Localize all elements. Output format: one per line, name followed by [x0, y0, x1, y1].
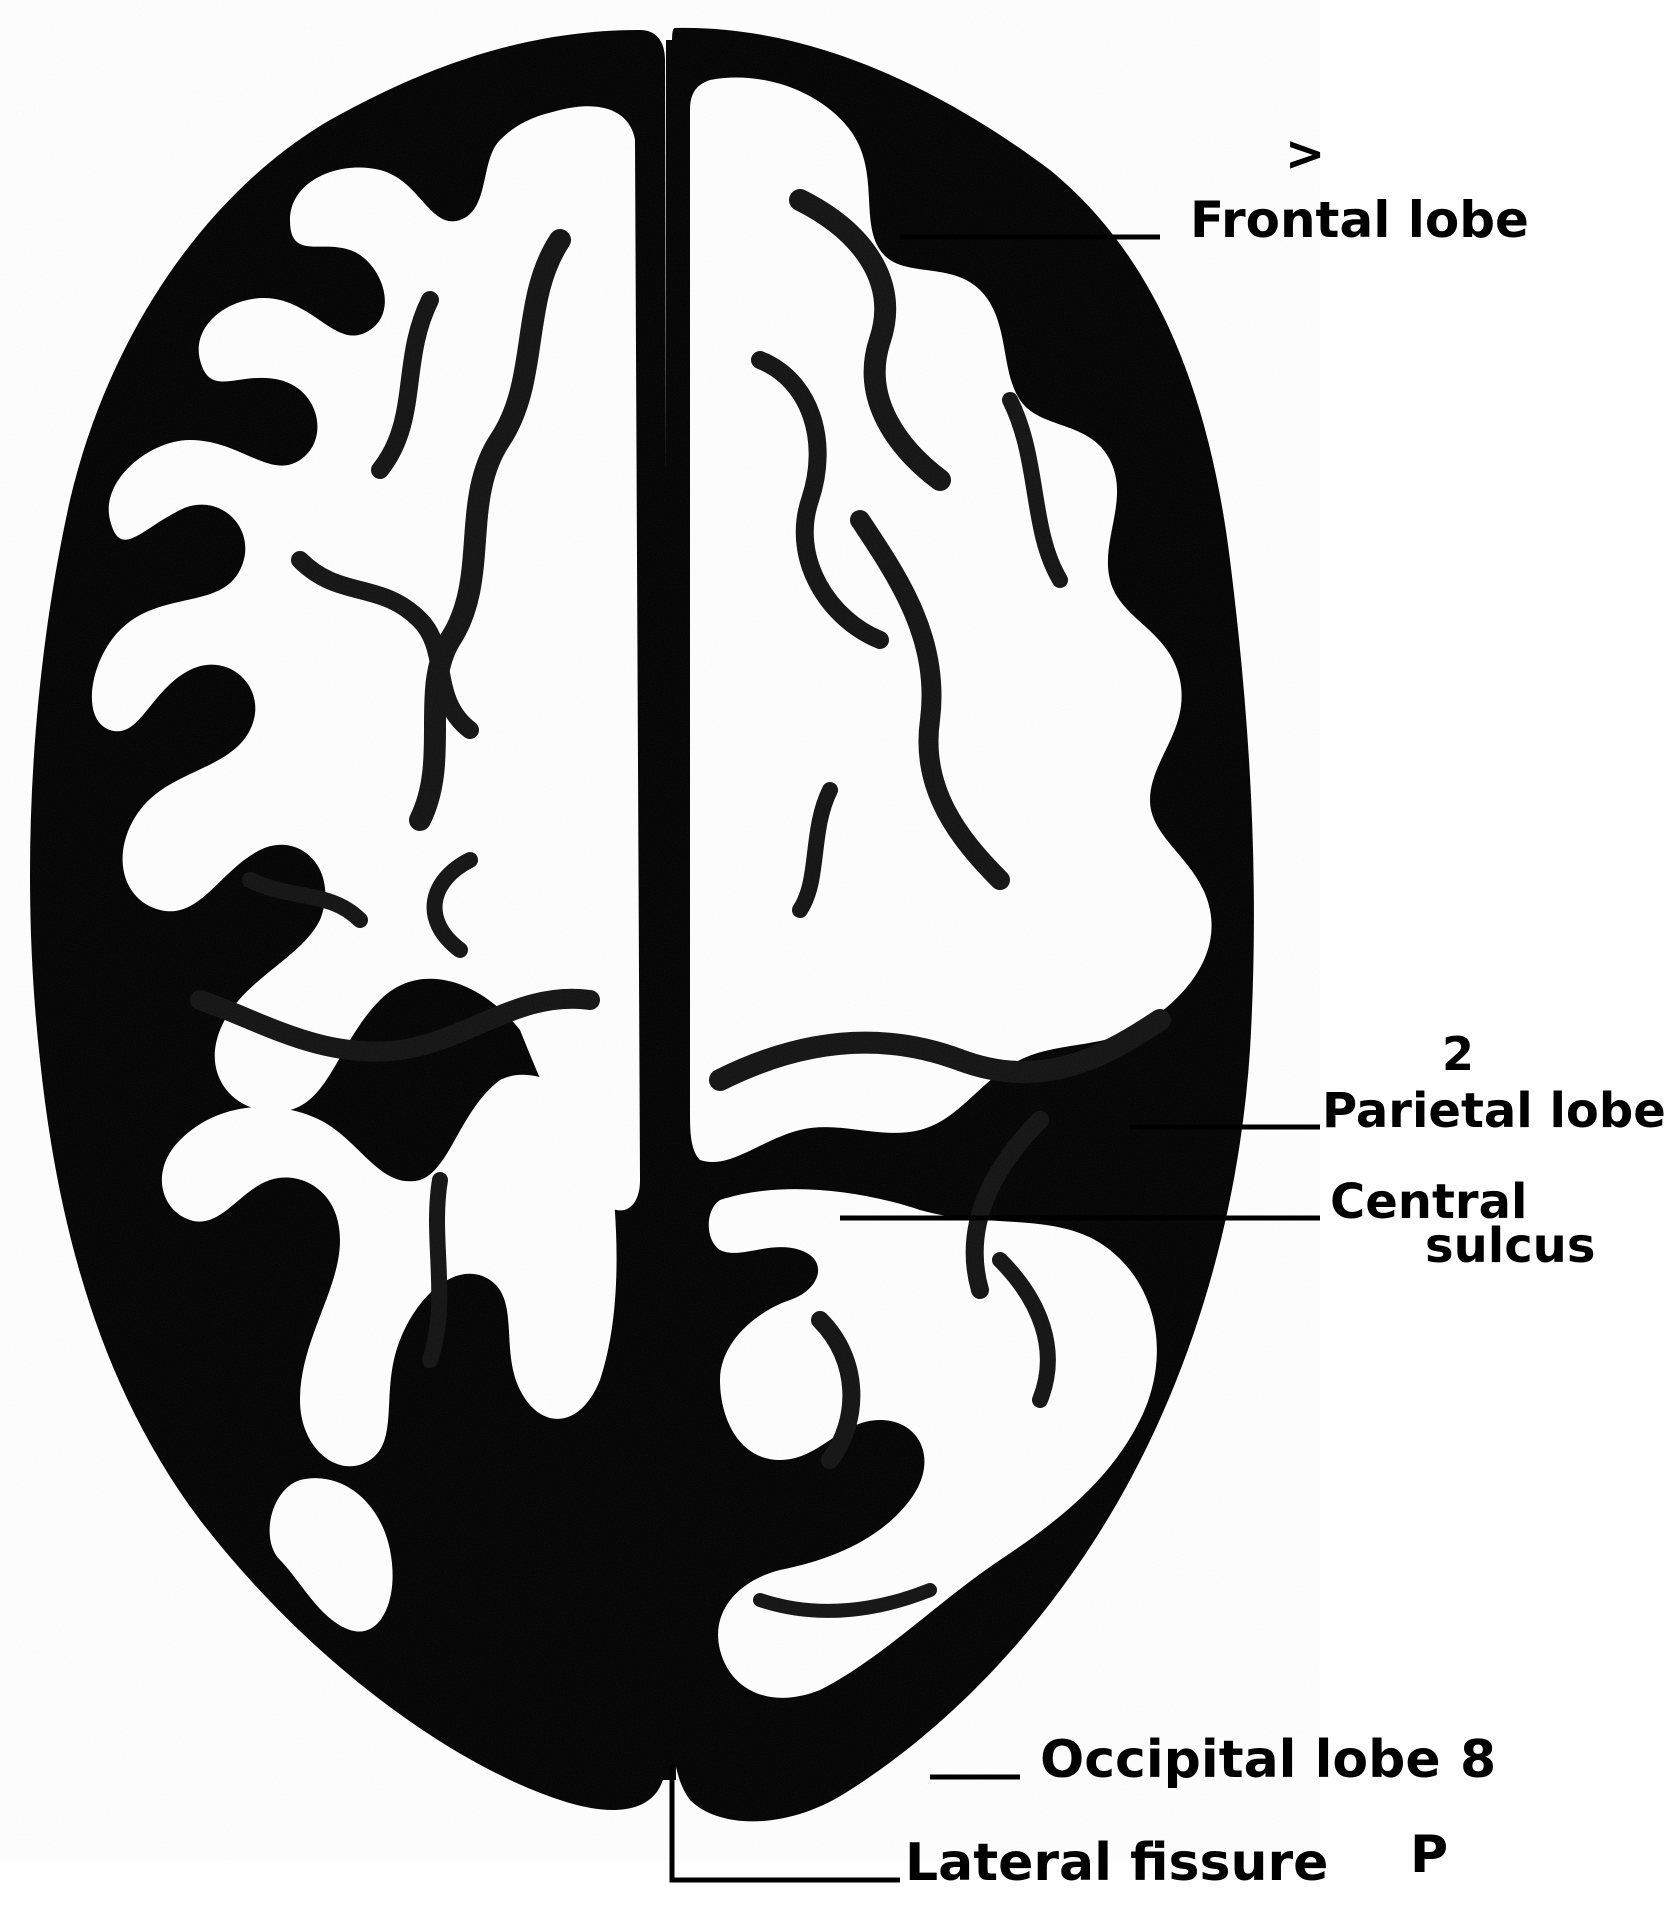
frontal-lobe-label: Frontal lobe: [1190, 191, 1529, 249]
occipital-mark: 8: [1460, 1730, 1496, 1790]
central-sulcus-label-line2: sulcus: [1425, 1218, 1595, 1274]
parietal-mark: 2: [1442, 1027, 1474, 1081]
occipital-lobe-label: Occipital lobe: [1040, 1730, 1441, 1790]
parietal-lobe-label: Parietal lobe: [1322, 1083, 1666, 1139]
frontal-mark: >: [1285, 126, 1325, 182]
lateral-fissure-label: Lateral fissure: [905, 1833, 1328, 1893]
lateral-mark: P: [1410, 1825, 1448, 1885]
